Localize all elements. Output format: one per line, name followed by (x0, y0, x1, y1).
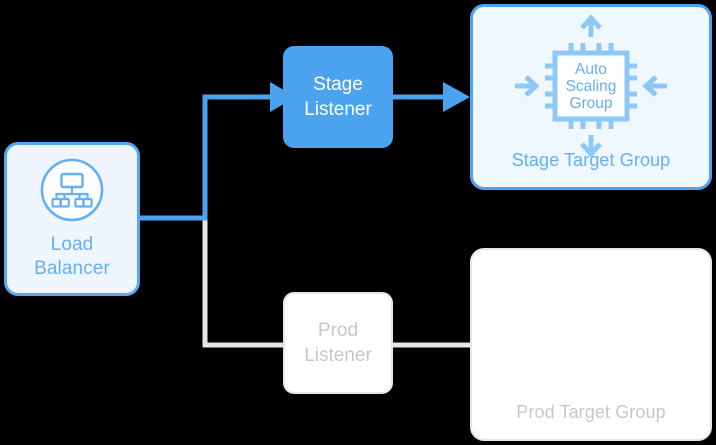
load-balancer-label-line2: Balancer (34, 258, 110, 279)
stage-target-group-node[interactable]: Auto Scaling Group (470, 4, 712, 190)
stage-target-group-title: Stage Target Group (511, 150, 671, 170)
asg-label-line3: Group (569, 95, 612, 112)
load-balancer-node[interactable]: Load Balancer (4, 142, 140, 296)
connector-load-balancer-to-prod-listener (202, 218, 285, 348)
stage-listener-node[interactable]: Stage Listener (283, 46, 393, 148)
connector-load-balancer-to-stage-listener (138, 94, 274, 221)
prod-target-group-title: Prod Target Group (516, 402, 666, 422)
prod-target-group-node[interactable]: Prod Target Group (470, 248, 712, 441)
prod-listener-label-line2: Listener (304, 345, 372, 366)
stage-listener-label: Stage Listener (304, 72, 372, 122)
load-balancer-hierarchy-icon (39, 157, 105, 223)
stage-listener-label-line2: Listener (304, 99, 372, 120)
prod-listener-node[interactable]: Prod Listener (283, 292, 393, 394)
asg-label-line1: Auto (575, 61, 607, 78)
load-balancer-label-line1: Load (50, 234, 94, 255)
arrowhead-into-stage-target-group (443, 82, 470, 112)
auto-scaling-group-chip-icon: Auto Scaling Group (511, 14, 671, 158)
asg-label-line2: Scaling (566, 78, 617, 95)
prod-listener-label: Prod Listener (304, 318, 372, 368)
prod-listener-label-line1: Prod (317, 320, 359, 341)
load-balancer-label: Load Balancer (34, 233, 110, 281)
stage-listener-label-line1: Stage (313, 74, 363, 95)
